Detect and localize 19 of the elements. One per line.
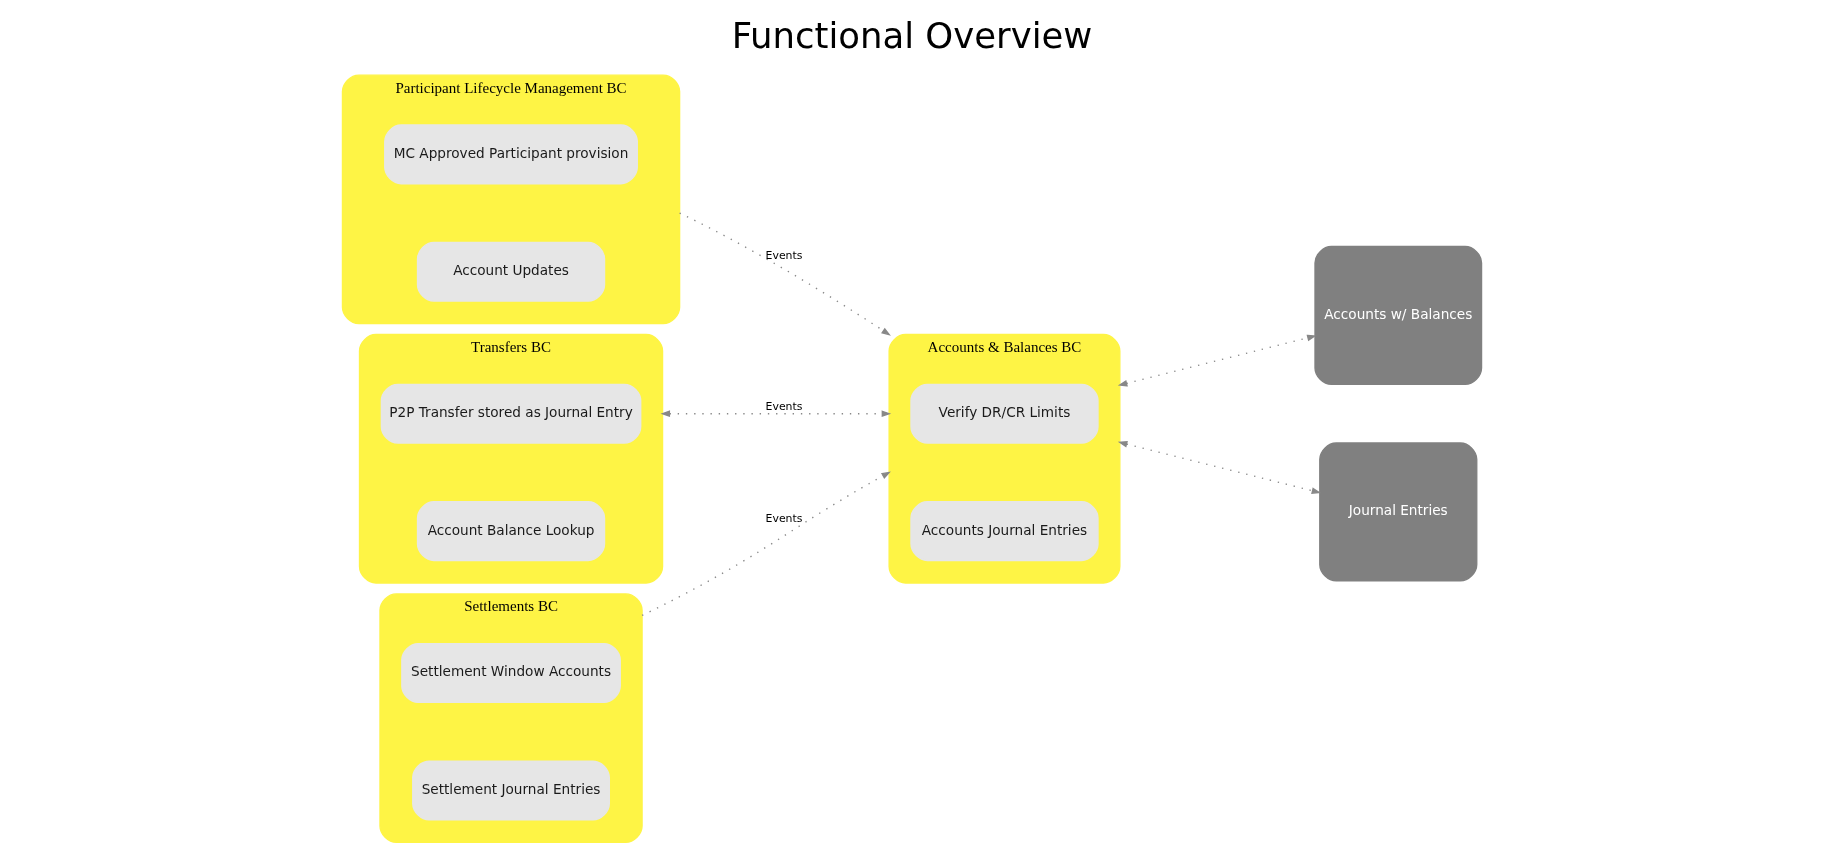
arrow — [640, 471, 891, 617]
diagram-title: Functional Overview — [731, 14, 1092, 56]
node-box: Settlement Window Accounts — [400, 643, 621, 704]
edge-label: Events — [765, 512, 802, 526]
arrow — [1117, 334, 1317, 387]
arrow — [678, 212, 891, 336]
node-box: Accounts w/ Balances — [1313, 245, 1482, 386]
arrow — [1117, 440, 1321, 494]
node-box: Accounts Journal Entries — [909, 501, 1099, 562]
arrow — [660, 410, 891, 418]
edge-label: Events — [765, 248, 802, 262]
node-box: Account Updates — [416, 241, 605, 302]
node-box: MC Approved Participant provision — [383, 124, 638, 185]
node-box: Settlement Journal Entries — [411, 760, 610, 821]
node-box: Verify DR/CR Limits — [909, 383, 1099, 444]
node-box: Account Balance Lookup — [416, 501, 605, 562]
node-box: Journal Entries — [1318, 442, 1477, 582]
edge-label: Events — [765, 400, 802, 414]
node-box: P2P Transfer stored as Journal Entry — [380, 383, 641, 444]
